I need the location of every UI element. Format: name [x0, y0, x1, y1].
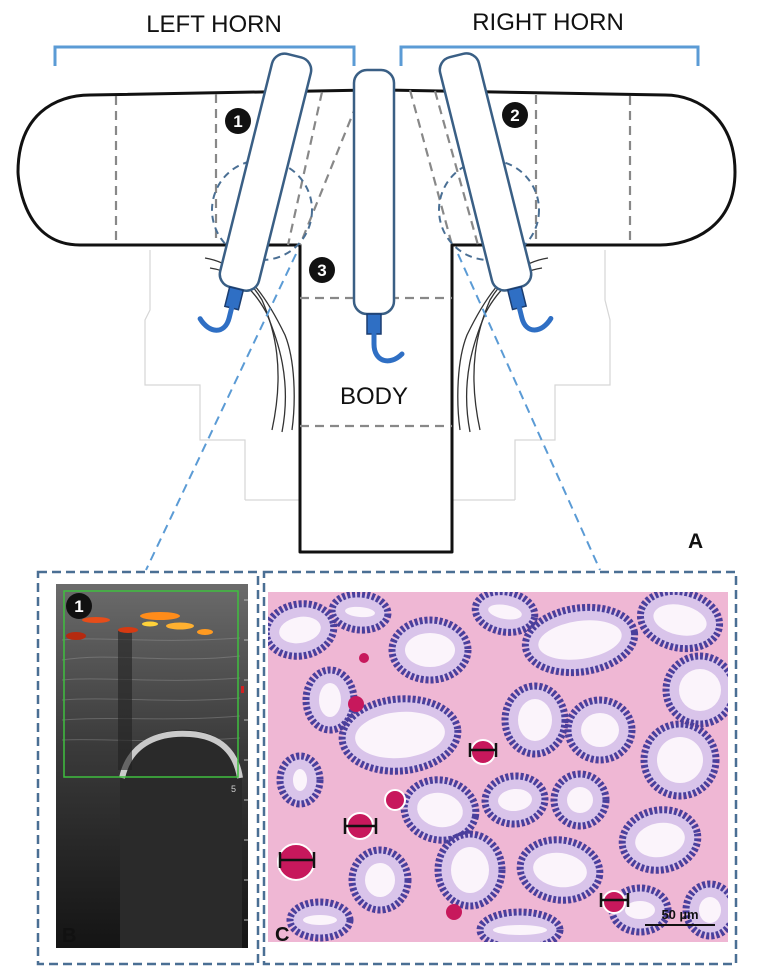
panel-a: LEFT HORN RIGHT HORN: [16, 9, 737, 571]
marker-2: 2: [502, 102, 528, 128]
panel-b-frame: [36, 570, 260, 966]
marker-1: 1: [225, 108, 251, 134]
marker-3: 3: [309, 257, 335, 283]
endometrial-glands: [268, 592, 728, 942]
scale-bar-label: 50 µm: [661, 907, 698, 922]
panel-c-frame: [262, 570, 738, 966]
histology-image: [268, 592, 728, 942]
left-horn-label: LEFT HORN: [146, 11, 282, 38]
depth-scale: [244, 599, 248, 921]
doppler-signal: [66, 612, 213, 640]
svg-text:2: 2: [510, 106, 519, 125]
panel-b-letter: B: [62, 925, 76, 947]
probe-right: [438, 52, 554, 333]
probe-left: [197, 52, 313, 333]
panel-b-marker: 1: [66, 593, 92, 619]
measurement-bars: [278, 743, 630, 907]
svg-text:3: 3: [317, 261, 326, 280]
panel-c: 50 µm C: [262, 570, 738, 966]
panel-a-letter: A: [688, 530, 703, 553]
panel-c-letter: C: [275, 924, 289, 946]
body-label: BODY: [340, 383, 408, 410]
right-horn-bracket: [399, 45, 700, 66]
background-outline: [144, 250, 611, 501]
svg-text:1: 1: [233, 112, 242, 131]
ultrasound-image: 5: [56, 584, 248, 948]
left-horn-bracket: [53, 45, 356, 66]
svg-text:1: 1: [74, 597, 83, 616]
zoom-connectors: [145, 253, 601, 571]
depth-mark-5: 5: [231, 784, 236, 794]
doppler-roi-box: [63, 590, 239, 778]
blood-vessels: [277, 653, 626, 920]
probe-center: [352, 68, 405, 364]
right-horn-label: RIGHT HORN: [472, 9, 624, 36]
panel-b: 5 1 B: [36, 570, 260, 966]
